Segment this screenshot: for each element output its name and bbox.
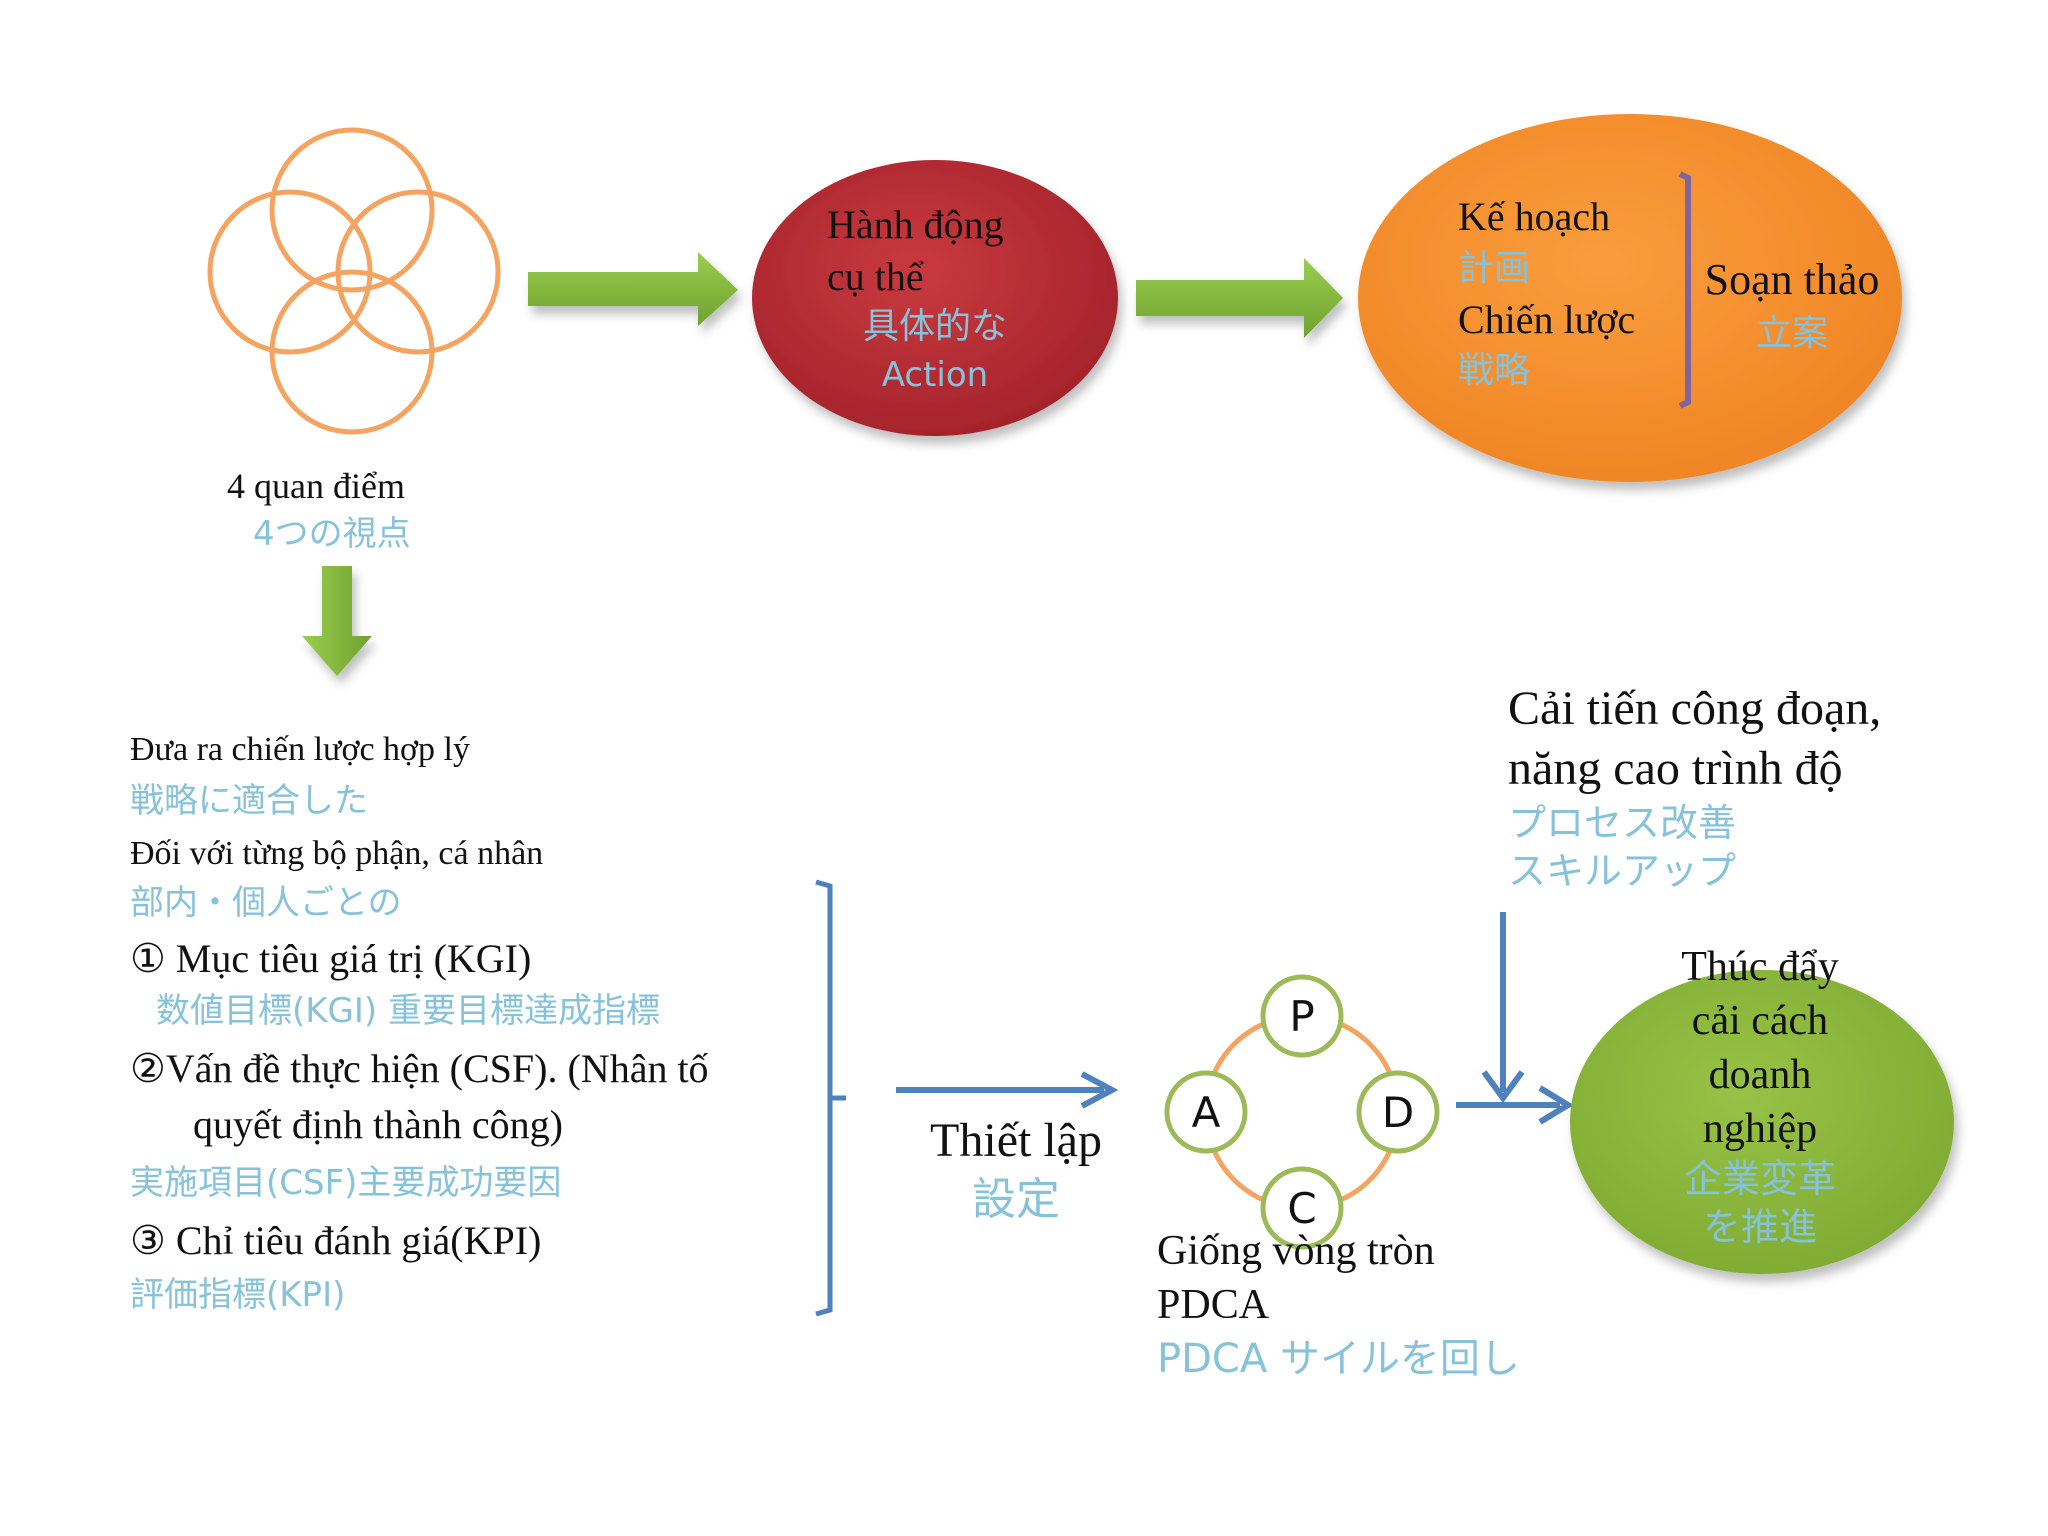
setup-label-jp: 設定	[972, 1174, 1060, 1225]
pdca-caption-vn-line1: Giống vòng tròn	[1157, 1228, 1435, 1274]
reform-line1-vn: Thúc đẩy	[1681, 944, 1838, 990]
improvement-line1-vn: Cải tiến công đoạn,	[1508, 682, 1881, 735]
strategy-item3-vn: ③ Chỉ tiêu đánh giá(KPI)	[130, 1218, 541, 1263]
pdca-node-a: A	[1164, 1070, 1248, 1154]
svg-text:C: C	[1287, 1184, 1316, 1233]
reform-ellipse	[1570, 970, 1954, 1274]
arrow-icon-perspectives-to-action	[528, 252, 738, 326]
arrow-icon-setup	[896, 1071, 1119, 1109]
strategy-scope-vn: Đối với từng bộ phận, cá nhân	[130, 835, 543, 872]
svg-text:A: A	[1192, 1088, 1221, 1137]
reform-line2-jp: を推進	[1703, 1205, 1817, 1249]
perspectives-label-vn: 4 quan điểm	[227, 466, 405, 506]
arrow-icon-action-to-plan	[1136, 258, 1343, 338]
pdca-node-c: C	[1260, 1166, 1344, 1250]
strategy-item3-jp: 評価指標(KPI)	[130, 1275, 345, 1315]
reform-line3-vn: doanh	[1709, 1052, 1812, 1098]
circle-bottom	[269, 269, 435, 435]
perspectives-label-jp: 4つの視点	[253, 514, 411, 554]
plan-side-vn: Soạn thảo	[1705, 255, 1880, 304]
plan-item1-vn: Kế hoạch	[1458, 194, 1610, 239]
svg-text:D: D	[1382, 1088, 1414, 1137]
plan-side-jp: 立案	[1756, 313, 1828, 354]
arrow-icon-perspectives-down	[302, 566, 372, 676]
improvement-line1-jp: プロセス改善	[1508, 801, 1736, 845]
strategy-intro-jp: 戦略に適合した	[130, 781, 368, 821]
strategy-item1-vn: ① Mục tiêu giá trị (KGI)	[130, 936, 531, 981]
pdca-node-p: P	[1260, 974, 1344, 1058]
pdca-node-d: D	[1356, 1070, 1440, 1154]
action-ellipse	[752, 160, 1118, 436]
setup-label-vn: Thiết lập	[930, 1114, 1102, 1167]
action-line1: Hành động	[827, 202, 1004, 247]
strategy-intro-vn: Đưa ra chiến lược hợp lý	[130, 731, 470, 768]
strategy-list: Đưa ra chiến lược hợp lý 戦略に適合した Đối với…	[130, 731, 709, 1315]
circle-top	[269, 127, 435, 293]
strategy-item2-vn-line1: ②Vấn đề thực hiện (CSF). (Nhân tố	[130, 1046, 709, 1091]
arrow-icon-pdca-to-reform	[1456, 1085, 1574, 1125]
strategy-item2-jp: 実施項目(CSF)主要成功要因	[130, 1163, 561, 1203]
four-interlocking-circles-icon	[207, 127, 501, 435]
reform-line1-jp: 企業変革	[1684, 1157, 1836, 1201]
plan-bracket	[1678, 171, 1691, 409]
action-line4-en: Action	[882, 355, 988, 395]
arrow-icon-improvement-down	[1481, 912, 1525, 1104]
reform-line2-vn: cải cách	[1692, 998, 1828, 1044]
strategy-bracket	[815, 879, 846, 1317]
strategy-item1-jp: 数値目標(KGI) 重要目標達成指標	[156, 991, 660, 1031]
plan-item1-jp: 計画	[1458, 248, 1530, 289]
plan-item2-jp: 戦略	[1458, 350, 1530, 391]
action-line3-jp: 具体的な	[863, 306, 1007, 347]
pdca-caption-vn-line2: PDCA	[1157, 1282, 1270, 1328]
action-line2: cụ thể	[827, 254, 924, 299]
reform-line4-vn: nghiệp	[1703, 1106, 1817, 1152]
pdca-caption-jp: PDCA サイルを回し	[1157, 1336, 1520, 1382]
plan-item2-vn: Chiến lược	[1458, 297, 1635, 342]
pdca-cycle: P D C A	[1164, 974, 1440, 1250]
plan-ellipse	[1358, 114, 1902, 482]
improvement-line2-jp: スキルアップ	[1508, 849, 1736, 893]
strategy-item2-vn-line2: quyết định thành công)	[193, 1102, 563, 1147]
strategy-scope-jp: 部内・個人ごとの	[130, 883, 402, 923]
svg-text:P: P	[1289, 992, 1314, 1041]
improvement-line2-vn: năng cao trình độ	[1508, 742, 1843, 795]
